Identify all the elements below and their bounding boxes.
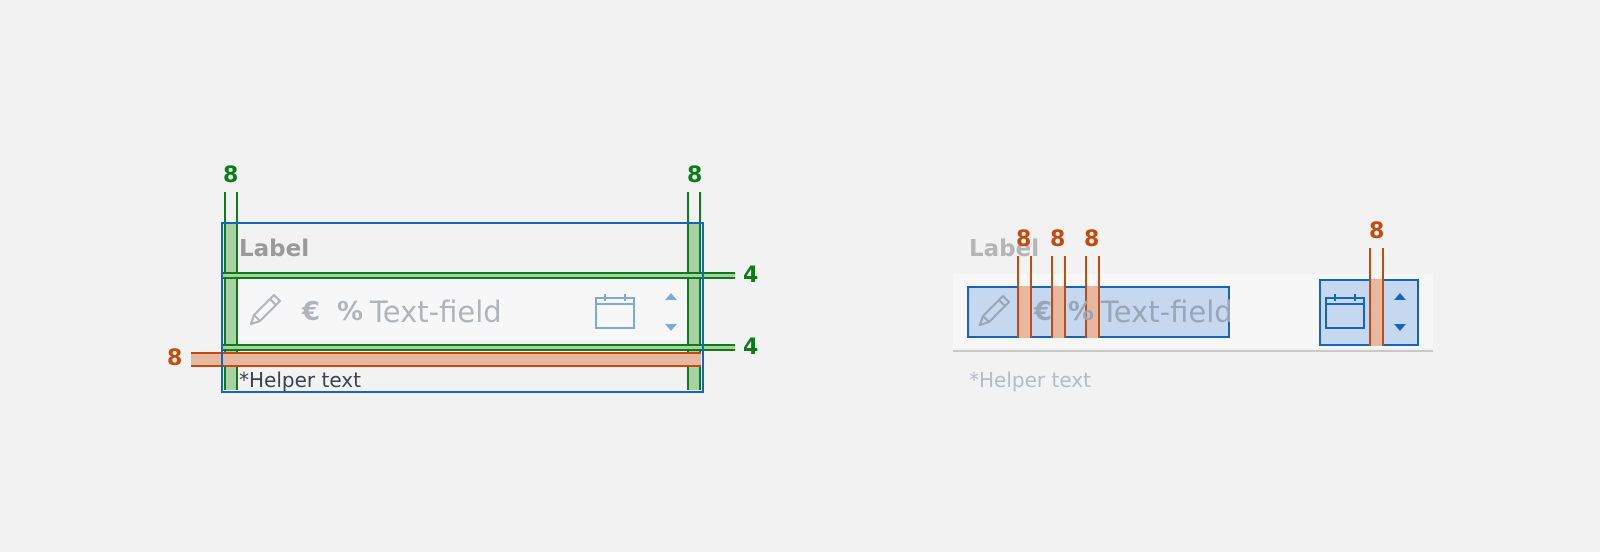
right-helper-text: *Helper text bbox=[969, 368, 1091, 392]
percent-symbol: % bbox=[1068, 297, 1095, 327]
right-gap-band-4 bbox=[1369, 279, 1384, 346]
gap-measure-4: 8 bbox=[1369, 219, 1385, 244]
chevron-down-icon[interactable] bbox=[1393, 323, 1407, 333]
gap-ext-line bbox=[1085, 256, 1087, 286]
left-component-outline bbox=[221, 222, 704, 393]
left-pad-ext-line bbox=[236, 192, 238, 222]
right-field-label: Label bbox=[969, 236, 1040, 262]
pencil-icon bbox=[245, 290, 285, 330]
gap-measure-1: 8 bbox=[1016, 227, 1032, 252]
left-field-gap-band bbox=[222, 344, 735, 351]
left-pad-ext-line bbox=[224, 192, 226, 222]
right-pad-ext-line bbox=[687, 192, 689, 222]
calendar-icon[interactable] bbox=[594, 292, 636, 330]
gap-measure-3: 8 bbox=[1084, 227, 1100, 252]
chevron-down-icon[interactable] bbox=[664, 323, 678, 333]
gap-ext-line bbox=[1051, 256, 1053, 286]
currency-symbol: € bbox=[1034, 297, 1053, 327]
gap-ext-line bbox=[1382, 248, 1384, 279]
helper-gap-measure: 8 bbox=[167, 346, 183, 371]
right-field-underline bbox=[953, 350, 1433, 352]
gap-measure-2: 8 bbox=[1050, 227, 1066, 252]
right-padding-measure: 8 bbox=[687, 163, 703, 188]
gap-ext-line bbox=[1369, 248, 1371, 279]
label-gap-measure: 4 bbox=[743, 263, 759, 288]
left-label-gap-band bbox=[222, 272, 735, 279]
left-field-label: Label bbox=[239, 236, 310, 262]
right-text-field-placeholder[interactable]: Text-field bbox=[1101, 295, 1233, 329]
pencil-icon bbox=[974, 291, 1014, 331]
gap-ext-line bbox=[1030, 256, 1032, 286]
currency-symbol: € bbox=[302, 297, 321, 327]
left-helper-text: *Helper text bbox=[239, 368, 361, 392]
right-pad-ext-line bbox=[699, 192, 701, 222]
left-padding-measure: 8 bbox=[223, 163, 239, 188]
gap-ext-line bbox=[1017, 256, 1019, 286]
percent-symbol: % bbox=[337, 297, 364, 327]
chevron-up-icon[interactable] bbox=[664, 291, 678, 301]
left-text-field-placeholder[interactable]: Text-field bbox=[370, 295, 502, 329]
field-gap-measure: 4 bbox=[743, 335, 759, 360]
gap-ext-line bbox=[1098, 256, 1100, 286]
left-helper-gap-band bbox=[191, 352, 701, 367]
right-gap-band-1 bbox=[1017, 286, 1032, 338]
gap-ext-line bbox=[1064, 256, 1066, 286]
right-gap-band-3 bbox=[1085, 286, 1100, 338]
right-gap-band-2 bbox=[1051, 286, 1066, 338]
calendar-icon[interactable] bbox=[1324, 292, 1366, 330]
chevron-up-icon[interactable] bbox=[1393, 291, 1407, 301]
